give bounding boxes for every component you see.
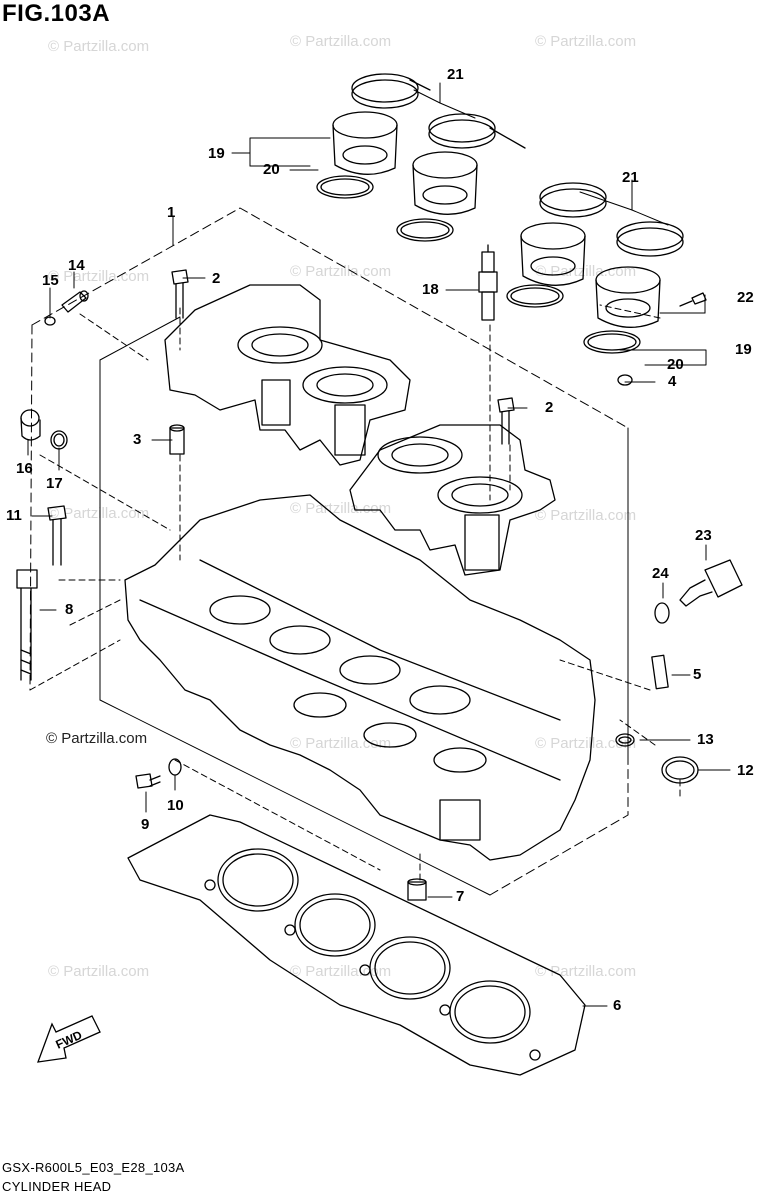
fwd-arrow bbox=[37, 1015, 101, 1063]
callout-12[interactable]: 12 bbox=[737, 762, 754, 779]
callout-3[interactable]: 3 bbox=[133, 431, 142, 448]
assembly-boundary-solid bbox=[99, 316, 629, 896]
callout-8[interactable]: 8 bbox=[65, 601, 74, 618]
callout-9[interactable]: 9 bbox=[141, 816, 150, 833]
callout-11[interactable]: 11 bbox=[6, 507, 22, 524]
o-ring-20-a bbox=[316, 175, 374, 199]
watermark: © Partzilla.com bbox=[290, 263, 392, 280]
cylinder-head-1 bbox=[124, 494, 596, 861]
callout-16[interactable]: 16 bbox=[16, 460, 33, 477]
plug-16 bbox=[20, 409, 41, 441]
callout-2[interactable]: 2 bbox=[545, 399, 554, 416]
intake-clamp-21-right-2 bbox=[616, 221, 684, 257]
diagram-name: CYLINDER HEAD bbox=[2, 1179, 112, 1194]
watermark: © Partzilla.com bbox=[290, 500, 392, 517]
watermark: © Partzilla.com bbox=[290, 33, 392, 50]
dowel-3 bbox=[169, 424, 185, 455]
callout-22[interactable]: 22 bbox=[737, 289, 754, 306]
callout-10[interactable]: 10 bbox=[167, 797, 184, 814]
intake-boot-19-c bbox=[520, 222, 586, 286]
assembly-boundary bbox=[29, 207, 629, 896]
watermark: © Partzilla.com bbox=[48, 963, 150, 980]
cam-housing-upper-left bbox=[164, 284, 411, 466]
washer-10 bbox=[168, 758, 182, 776]
callout-13[interactable]: 13 bbox=[697, 731, 714, 748]
bolt-8 bbox=[16, 569, 38, 681]
intake-boot-19-d bbox=[595, 266, 661, 328]
watermark: © Partzilla.com bbox=[48, 505, 150, 522]
callout-7[interactable]: 7 bbox=[456, 888, 465, 905]
washer-4 bbox=[617, 374, 633, 386]
watermark: © Partzilla.com bbox=[48, 38, 150, 55]
watermark: © Partzilla.com bbox=[535, 507, 637, 524]
callout-24[interactable]: 24 bbox=[652, 565, 669, 582]
callout-15[interactable]: 15 bbox=[42, 272, 59, 289]
figure-title: FIG.103A bbox=[2, 0, 111, 27]
callout-21[interactable]: 21 bbox=[447, 66, 464, 83]
bolt-9 bbox=[135, 773, 161, 789]
callout-21[interactable]: 21 bbox=[622, 169, 639, 186]
diagram-code: GSX-R600L5_E03_E28_103A bbox=[2, 1160, 185, 1175]
watermark-dark: © Partzilla.com bbox=[46, 730, 148, 747]
dowel-7 bbox=[407, 878, 427, 901]
union-14 bbox=[61, 290, 89, 313]
spark-plug-18 bbox=[478, 244, 498, 321]
callout-19[interactable]: 19 bbox=[735, 341, 752, 358]
callout-2[interactable]: 2 bbox=[212, 270, 221, 287]
watermark: © Partzilla.com bbox=[535, 263, 637, 280]
o-ring-12 bbox=[661, 756, 699, 784]
bolt-2-upper bbox=[171, 269, 189, 319]
callout-20[interactable]: 20 bbox=[667, 356, 684, 373]
callout-19[interactable]: 19 bbox=[208, 145, 225, 162]
intake-clamp-21-top bbox=[351, 73, 431, 109]
intake-boot-19-a bbox=[332, 111, 398, 175]
watermark: © Partzilla.com bbox=[535, 33, 637, 50]
callout-5[interactable]: 5 bbox=[693, 666, 702, 683]
callout-4[interactable]: 4 bbox=[668, 373, 677, 390]
head-gasket-6 bbox=[127, 814, 586, 1076]
callout-23[interactable]: 23 bbox=[695, 527, 712, 544]
o-ring-20-b bbox=[396, 218, 454, 242]
intake-clamp-21-top-2 bbox=[428, 113, 526, 149]
o-ring-13 bbox=[615, 733, 635, 747]
gasket-15 bbox=[44, 316, 56, 326]
bolt-11 bbox=[47, 505, 67, 566]
screw-22 bbox=[679, 292, 707, 307]
dowel-5 bbox=[651, 654, 669, 690]
callout-1[interactable]: 1 bbox=[167, 204, 176, 221]
o-ring-20-d bbox=[583, 330, 641, 354]
cam-housing-lower-right bbox=[349, 424, 556, 576]
watermark: © Partzilla.com bbox=[48, 268, 150, 285]
callout-18[interactable]: 18 bbox=[422, 281, 439, 298]
watermark: © Partzilla.com bbox=[290, 963, 392, 980]
callout-17[interactable]: 17 bbox=[46, 475, 63, 492]
gasket-17 bbox=[50, 430, 68, 450]
callout-20[interactable]: 20 bbox=[263, 161, 280, 178]
intake-clamp-21-right bbox=[539, 182, 607, 218]
o-ring-20-c bbox=[506, 284, 564, 308]
bolt-2-lower bbox=[497, 397, 515, 445]
sensor-23 bbox=[679, 559, 743, 607]
callout-6[interactable]: 6 bbox=[613, 997, 622, 1014]
intake-boot-19-b bbox=[412, 151, 478, 215]
gasket-24 bbox=[654, 602, 670, 624]
watermark: © Partzilla.com bbox=[535, 735, 637, 752]
callout-14[interactable]: 14 bbox=[68, 257, 85, 274]
